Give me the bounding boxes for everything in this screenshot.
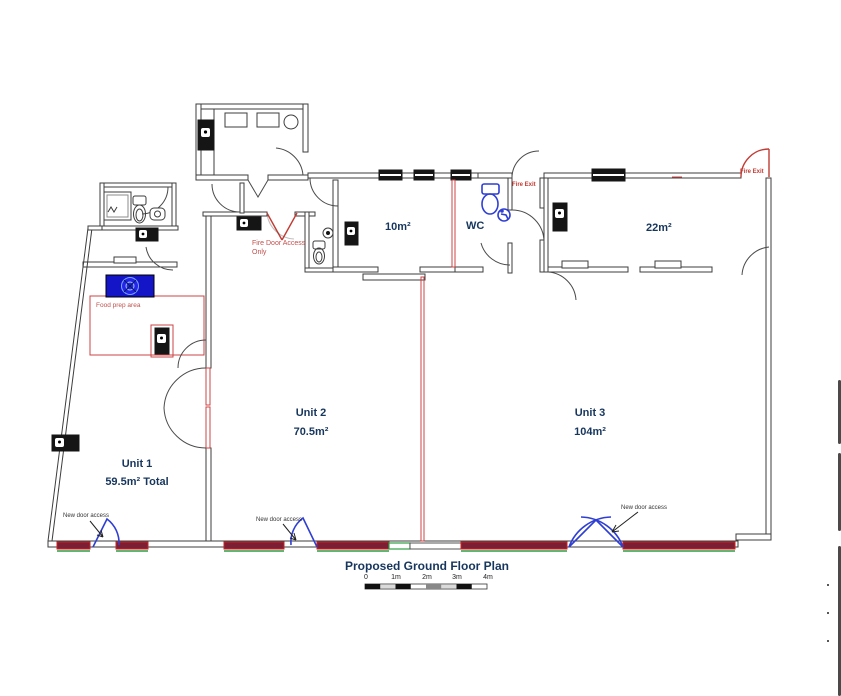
extract-fan-icon: [105, 274, 155, 298]
fixtures: [51, 112, 568, 452]
scale-label-3m: 3m: [452, 574, 462, 581]
new-door-access-label-1: New door access: [63, 513, 110, 519]
new-partitions-red: [89, 148, 770, 542]
unit3-name: Unit 3: [574, 407, 606, 419]
unit2-area: 70.5m²: [293, 426, 329, 438]
counter: [256, 112, 280, 128]
basin-icon: [149, 207, 166, 221]
extractor-icon: [322, 227, 334, 239]
door-swings: [141, 147, 770, 449]
toilet-icon: [132, 195, 147, 224]
room-wc-label: WC: [466, 220, 485, 232]
new-door-access-label-3: New door access: [621, 505, 668, 511]
edge-artifact-dot: [827, 584, 829, 586]
new-windows: [56, 541, 736, 552]
room-10m2-label: 10m²: [385, 221, 411, 233]
food-prep-area-label: Food prep area: [96, 302, 141, 309]
leader-arrows: [89, 511, 639, 541]
scale-label-2m: 2m: [422, 574, 432, 581]
fire-door-access-label: Fire Door Access: [252, 240, 306, 247]
scale-label-4m: 4m: [483, 574, 493, 581]
scale-label-1m: 1m: [391, 574, 401, 581]
new-door-swings: [92, 516, 624, 548]
scrollbar-fragments[interactable]: [838, 380, 841, 696]
existing-windows: [378, 168, 626, 182]
plan-title: Proposed Ground Floor Plan: [344, 559, 510, 573]
unit3-area: 104m²: [574, 426, 606, 438]
scale-bar: [364, 583, 488, 590]
new-door-access-label-2: New door access: [256, 517, 303, 523]
toilet-icon: [312, 240, 326, 265]
ceiling-light-icon: [283, 114, 299, 130]
fire-door-access-only-label: Only: [252, 249, 267, 256]
scale-label-0: 0: [364, 574, 368, 581]
accessible-toilet-icon: [481, 183, 500, 215]
fire-exit-top-right-label: Fire Exit: [740, 169, 764, 175]
wheelchair-icon: [497, 208, 511, 222]
edge-artifact-dot: [827, 612, 829, 614]
room-22m2-label: 22m²: [646, 222, 672, 234]
fire-exit-corridor-label: Fire Exit: [512, 182, 536, 188]
exit-sign-icon: [51, 119, 568, 452]
counter: [224, 112, 248, 128]
shower-tray-icon: [103, 191, 132, 221]
unit1-name: Unit 1: [121, 458, 153, 470]
unit2-name: Unit 2: [295, 407, 327, 419]
edge-artifact-dot: [827, 640, 829, 642]
unit1-area: 59.5m² Total: [105, 476, 169, 488]
